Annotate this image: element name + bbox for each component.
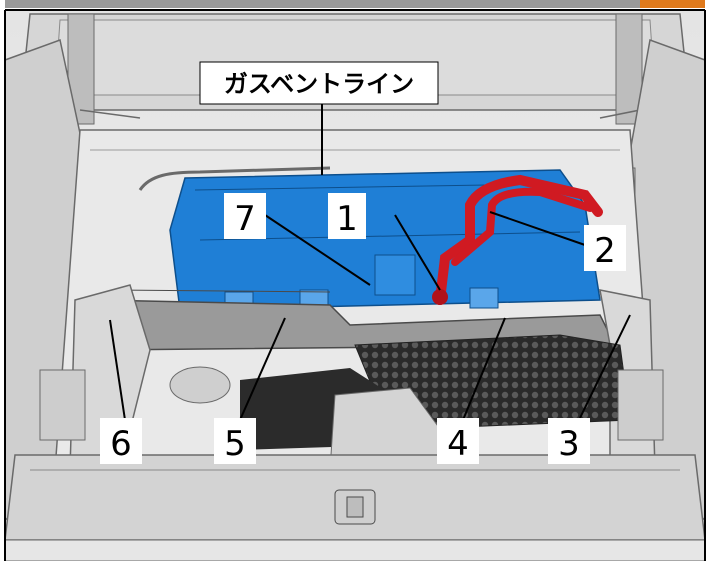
label-7: 7 [224,193,266,239]
label-4: 4 [437,418,479,464]
leader-line-1 [394,214,441,291]
leader-line-2 [489,211,586,246]
label-1-text: 1 [336,199,358,239]
label-6: 6 [100,418,142,464]
label-1: 1 [328,193,366,239]
label-4-text: 4 [447,424,469,464]
label-3-text: 3 [558,424,580,464]
label-2-text: 2 [594,231,616,271]
callout-labels: ガスベントライン 1 2 3 4 5 6 7 [100,61,626,464]
foam-insert [169,334,631,471]
figure-frame [4,9,706,561]
leader-lines [109,102,631,421]
leader-line-5 [239,317,286,421]
leader-line-6 [109,319,126,421]
gas-vent-line [138,166,331,191]
leader-line-7 [264,214,371,286]
label-3: 3 [548,418,590,464]
label-7-text: 7 [234,199,256,239]
hv-cables [432,174,603,305]
callout-gas-vent-line: ガスベントライン [199,61,439,105]
label-5: 5 [214,418,256,464]
callout-title: ガスベントライン [224,70,414,98]
leader-line-3 [579,314,631,419]
leader-line-4 [462,317,506,421]
label-5-text: 5 [224,424,246,464]
label-6-text: 6 [110,424,132,464]
label-2: 2 [584,225,626,271]
